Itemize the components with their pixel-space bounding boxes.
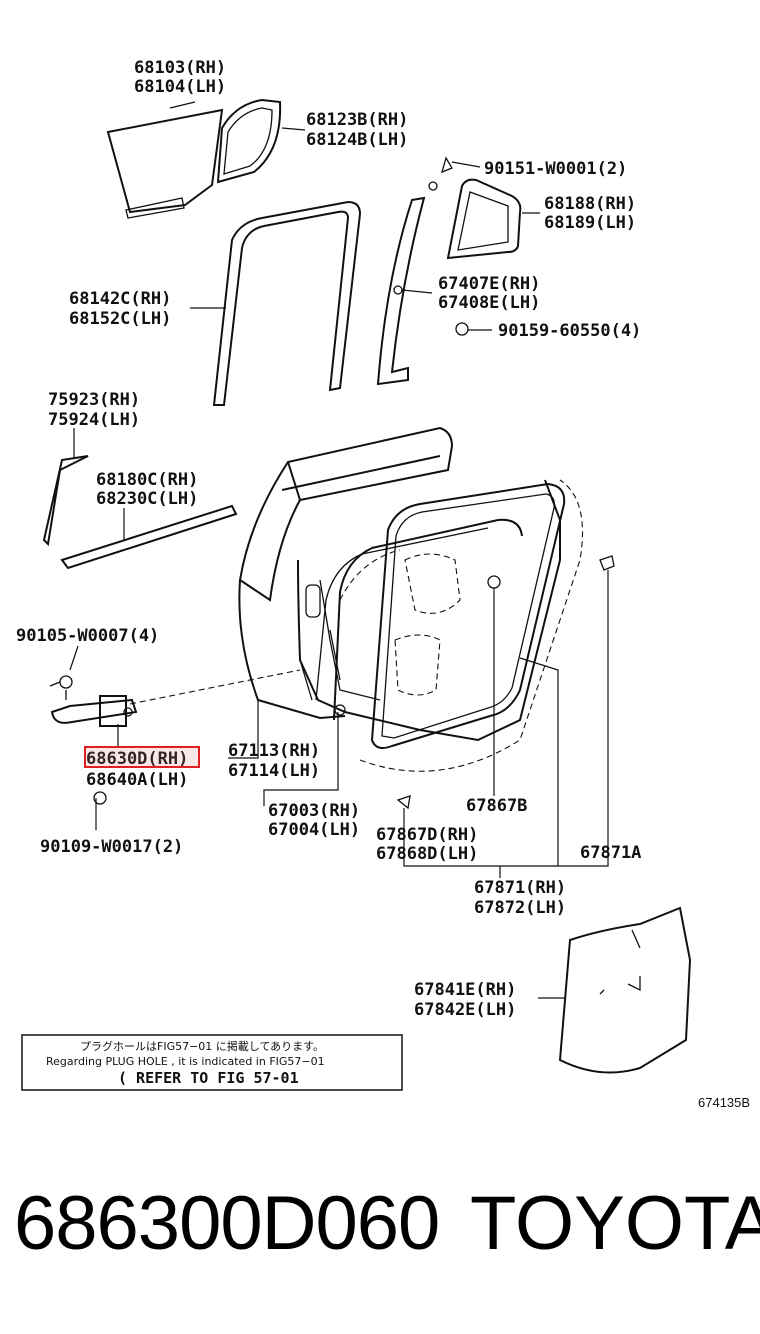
note-english: Regarding PLUG HOLE , it is indicated in… <box>46 1055 325 1068</box>
run-channel-part <box>212 200 362 406</box>
label-68630D: 68630D(RH) <box>86 749 188 769</box>
label-90109: 90109-W0017(2) <box>40 837 183 857</box>
footer: 686300D060 TOYOTA <box>0 1186 760 1286</box>
label-67407E: 67407E(RH) <box>438 274 540 294</box>
door-glass-part <box>106 108 224 219</box>
label-67408E: 67408E(LH) <box>438 293 540 313</box>
door-weatherstrip-part <box>315 482 566 749</box>
label-75924: 75924(LH) <box>48 410 140 430</box>
label-90105: 90105-W0007(4) <box>16 626 159 646</box>
label-68124B: 68124B(LH) <box>306 130 408 150</box>
label-67003: 67003(RH) <box>268 801 360 821</box>
label-68104: 68104(LH) <box>134 77 226 97</box>
label-67114: 67114(LH) <box>228 761 320 781</box>
label-67871: 67871(RH) <box>474 878 566 898</box>
note-refer: ( REFER TO FIG 57-01 <box>118 1069 299 1087</box>
hole-cover-part <box>558 906 692 1074</box>
inner-hole-cover-outline <box>129 479 583 772</box>
label-67113: 67113(RH) <box>228 741 320 761</box>
label-68189: 68189(LH) <box>544 213 636 233</box>
label-67842E: 67842E(LH) <box>414 1000 516 1020</box>
quarter-weatherstrip-part <box>446 178 522 260</box>
label-68640A: 68640A(LH) <box>86 770 188 790</box>
part-number: 686300D060 <box>14 1181 440 1266</box>
label-68188: 68188(RH) <box>544 194 636 214</box>
highlighted-part-box <box>84 746 200 768</box>
label-67867B: 67867B <box>466 796 527 816</box>
reference-note-box: プラグホールはFIG57−01 に掲載してあります。 Regarding PLU… <box>21 1034 403 1091</box>
figure-number: 674135B <box>698 1095 750 1110</box>
label-68152C: 68152C(LH) <box>69 309 171 329</box>
note-japanese: プラグホールはFIG57−01 に掲載してあります。 <box>80 1039 324 1053</box>
door-panel-part <box>238 426 561 742</box>
belt-moulding-part <box>60 504 238 570</box>
leader-lines <box>69 101 609 999</box>
label-68123B: 68123B(RH) <box>306 110 408 130</box>
parts-diagram: 68103(RH) 68104(LH) 68123B(RH) 68124B(LH… <box>16 58 750 1110</box>
label-68230C: 68230C(LH) <box>96 489 198 509</box>
label-75923: 75923(RH) <box>48 390 140 410</box>
label-67871A: 67871A <box>580 843 641 863</box>
label-68180C: 68180C(RH) <box>96 470 198 490</box>
brand-name: TOYOTA <box>470 1181 760 1266</box>
frame-garnish-part <box>42 455 89 547</box>
label-67872: 67872(LH) <box>474 898 566 918</box>
label-67868D: 67868D(LH) <box>376 844 478 864</box>
label-67841E: 67841E(RH) <box>414 980 516 1000</box>
label-68142C: 68142C(RH) <box>69 289 171 309</box>
door-check-part <box>49 675 138 805</box>
part-labels: 68103(RH) 68104(LH) 68123B(RH) 68124B(LH… <box>16 58 641 1020</box>
quarter-glass-part <box>216 98 282 184</box>
label-90151: 90151-W0001(2) <box>484 159 627 179</box>
clip-parts <box>396 555 615 810</box>
label-90159: 90159-60550(4) <box>498 321 641 341</box>
label-67867D: 67867D(RH) <box>376 825 478 845</box>
division-bar-part <box>376 156 469 386</box>
label-67004: 67004(LH) <box>268 820 360 840</box>
label-68103: 68103(RH) <box>134 58 226 78</box>
